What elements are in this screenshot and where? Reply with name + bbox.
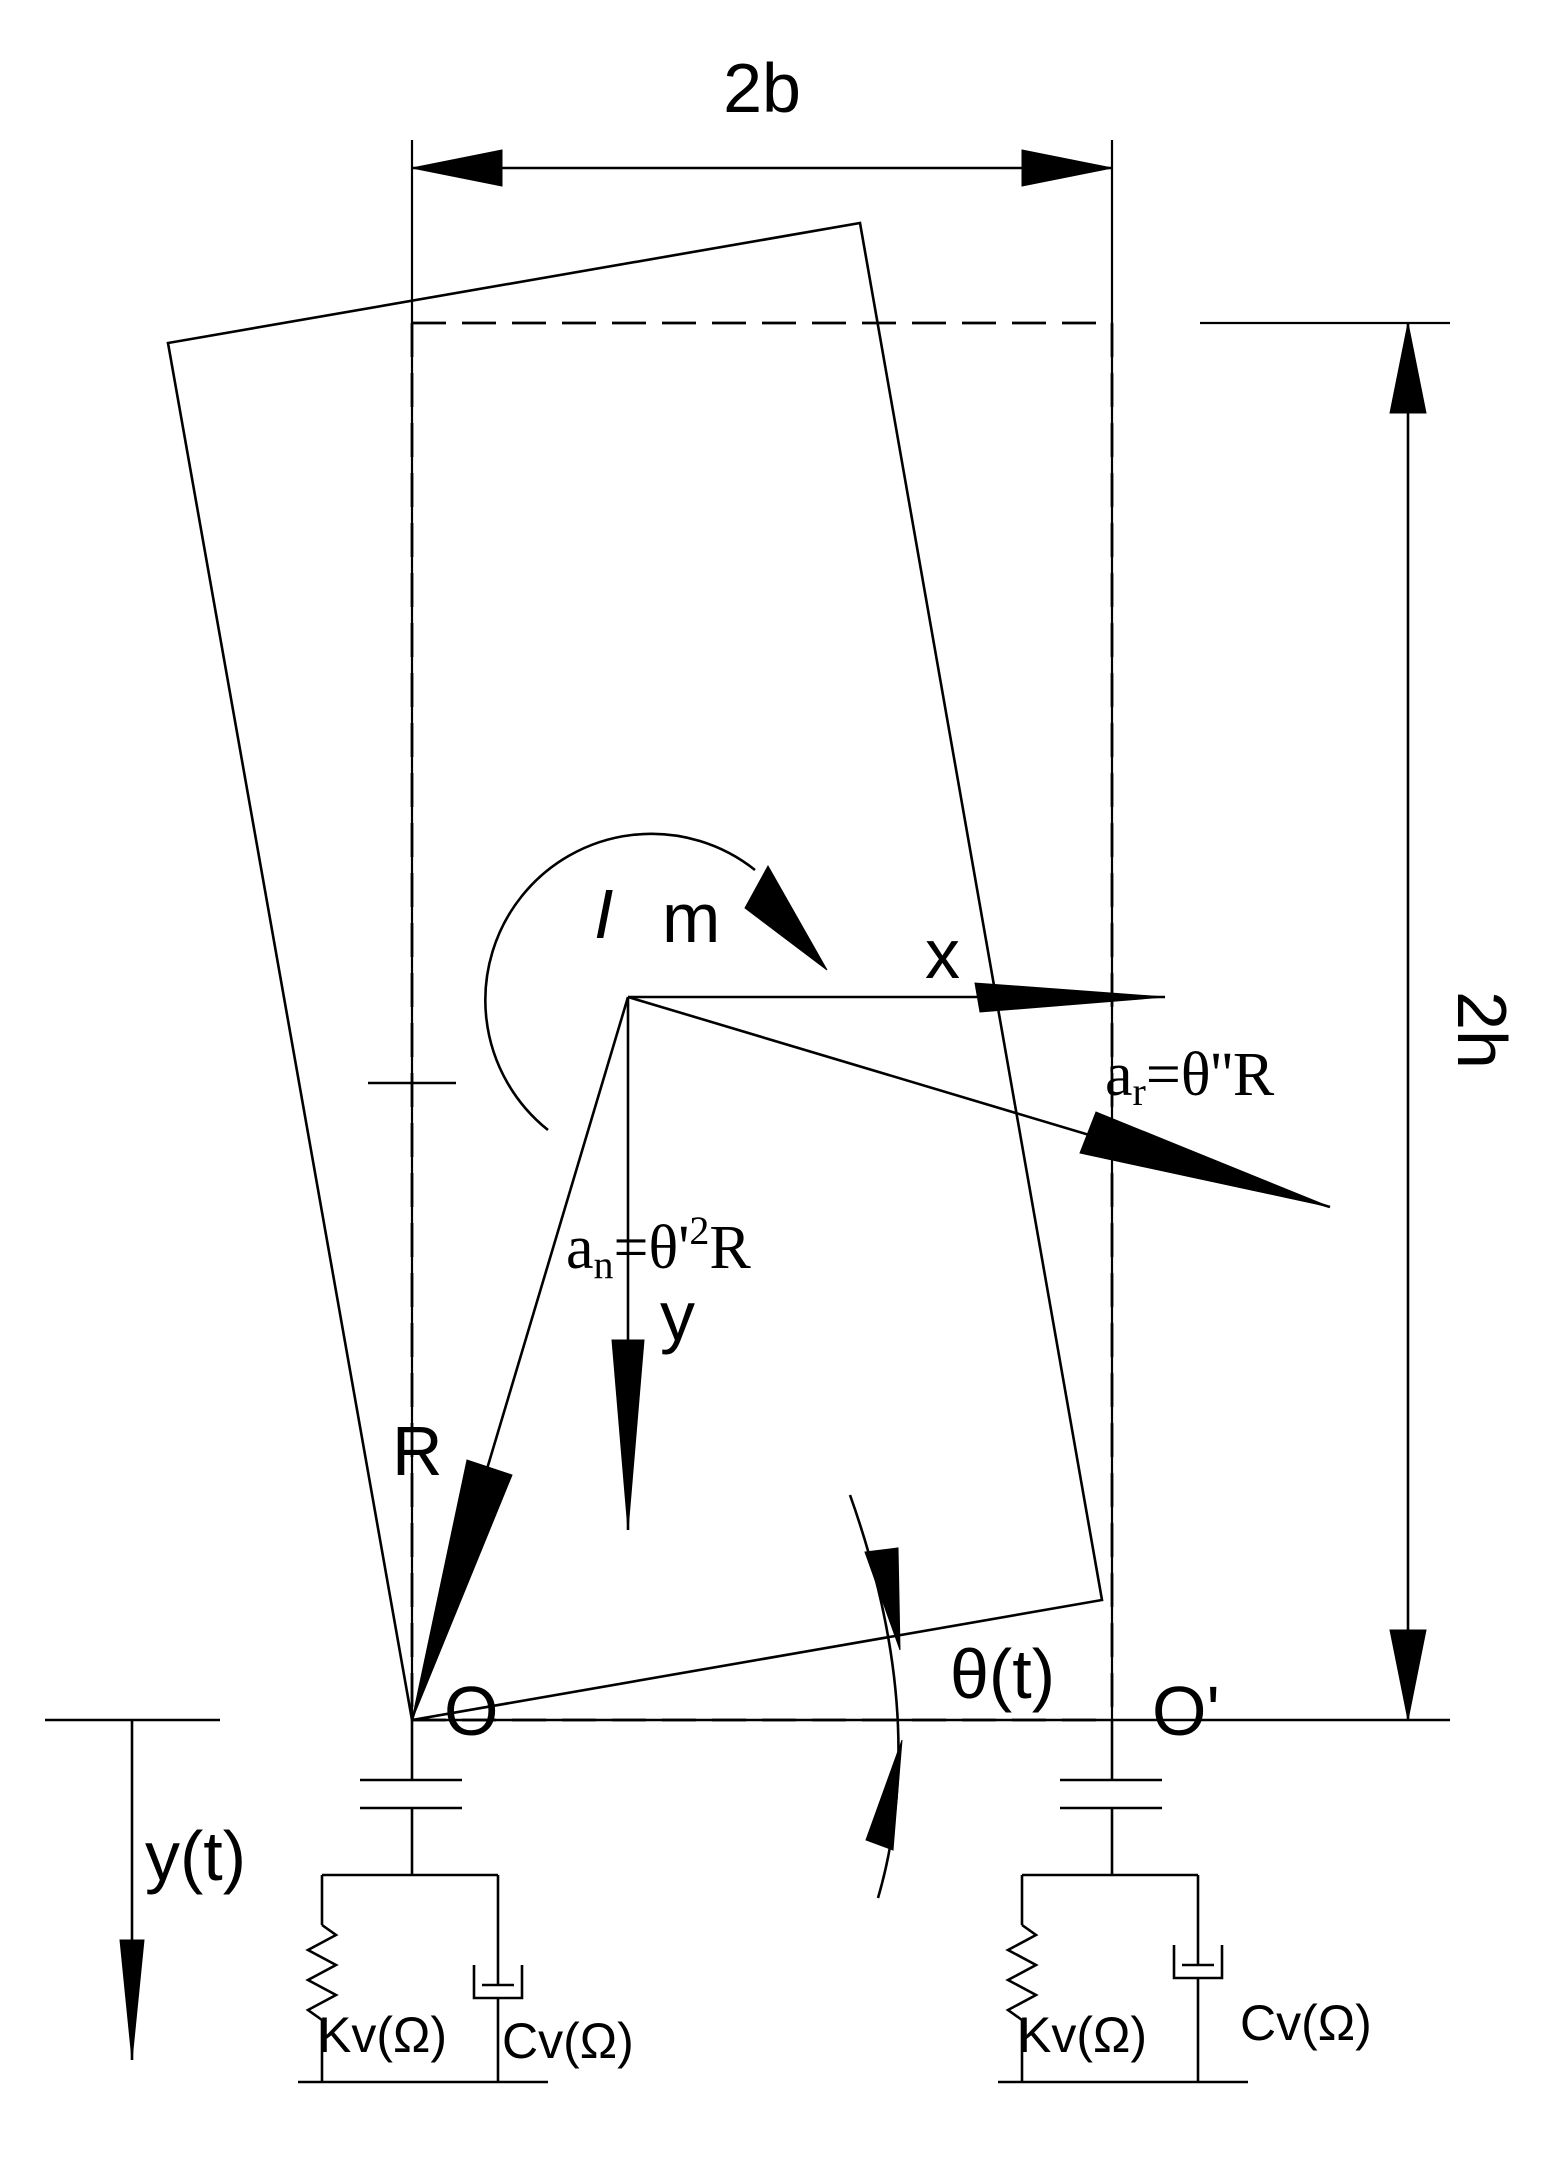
radius-label: R bbox=[392, 1412, 443, 1490]
tangential-arrowhead bbox=[1079, 1111, 1331, 1208]
left-stiffness-label: Kv(Ω) bbox=[318, 2007, 447, 2063]
theta-arrowhead-top bbox=[864, 1547, 901, 1651]
x-axis-label: x bbox=[925, 915, 960, 993]
pivot-label: O bbox=[444, 1672, 498, 1750]
spring-icon bbox=[1005, 1875, 1039, 2082]
tangential-acceleration-label: ar=θ''R bbox=[1105, 1041, 1275, 1114]
vertical-ground-motion: y(t) bbox=[119, 1720, 246, 2061]
left-damping-label: Cv(Ω) bbox=[502, 2013, 634, 2069]
rotation-angle: θ(t) bbox=[848, 1494, 1055, 1899]
vertical-motion-arrowhead bbox=[119, 1939, 145, 2061]
radius-vector: R bbox=[392, 996, 630, 1721]
rotational-inertia-arc: I m bbox=[484, 832, 828, 1132]
pivot-right-label: O' bbox=[1152, 1672, 1220, 1750]
rotation-label: θ(t) bbox=[950, 1635, 1055, 1713]
damper-icon bbox=[472, 1875, 524, 2082]
vertical-motion-label: y(t) bbox=[145, 1817, 246, 1895]
normal-acceleration-label: an=θ'2R bbox=[566, 1208, 751, 1287]
tangential-acceleration: ar=θ''R bbox=[627, 995, 1331, 1209]
mass-label: m bbox=[662, 879, 720, 957]
height-dimension: 2h bbox=[1200, 321, 1521, 1721]
inertia-label: I bbox=[594, 875, 613, 953]
spring-icon bbox=[305, 1875, 339, 2082]
theta-arrowhead-bottom bbox=[865, 1739, 903, 1851]
right-damping-label: Cv(Ω) bbox=[1240, 1995, 1372, 2051]
local-axes: x y bbox=[611, 915, 1166, 1531]
rocking-block bbox=[166, 221, 1104, 1722]
y-axis-label: y bbox=[660, 1277, 695, 1355]
radius-arrowhead bbox=[411, 1459, 513, 1721]
left-support: Kv(Ω) Cv(Ω) bbox=[298, 1720, 634, 2084]
y-axis-arrowhead bbox=[611, 1339, 645, 1531]
height-label: 2h bbox=[1443, 991, 1521, 1069]
initial-position-outline bbox=[410, 321, 1114, 1722]
width-label: 2b bbox=[723, 49, 801, 127]
damper-icon bbox=[1172, 1875, 1224, 2082]
x-axis-arrowhead bbox=[974, 982, 1166, 1013]
rotation-arrowhead bbox=[744, 864, 828, 971]
right-support: Kv(Ω) Cv(Ω) bbox=[998, 1720, 1372, 2084]
right-stiffness-label: Kv(Ω) bbox=[1018, 2007, 1147, 2063]
